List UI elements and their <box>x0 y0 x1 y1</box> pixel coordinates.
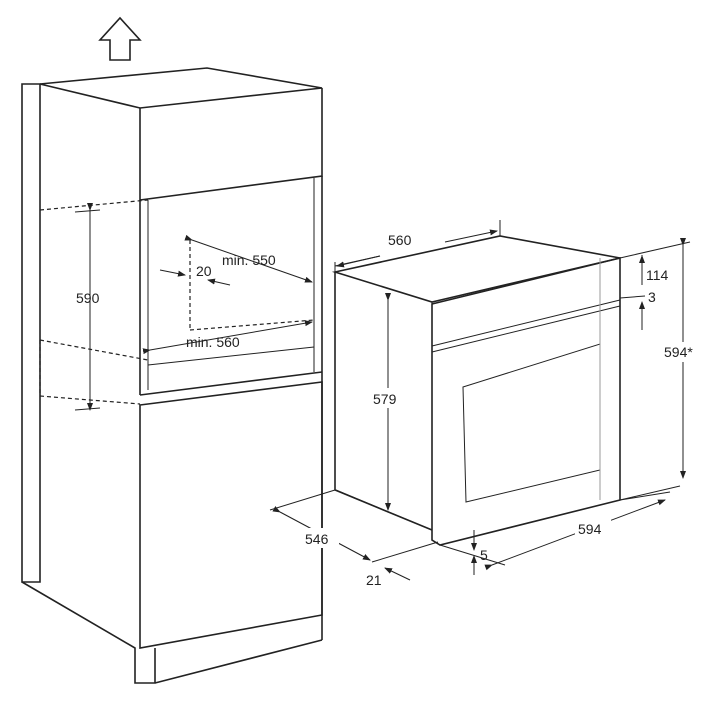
oven-gap-label: 3 <box>648 289 656 305</box>
oven-depth-label: 560 <box>388 232 412 248</box>
oven-width-label: 594 <box>578 521 602 537</box>
oven-front-thickness-label: 21 <box>366 572 382 588</box>
cabinet-width-label: min. 560 <box>186 334 240 350</box>
up-arrow-icon <box>98 16 142 61</box>
cabinet: 590 min. 550 20 min. 560 <box>21 67 323 684</box>
oven-body-height-label: 579 <box>373 391 397 407</box>
cabinet-height-label: 590 <box>76 290 100 306</box>
cabinet-depth-label: min. 550 <box>222 252 276 268</box>
oven-panel-height-label: 114 <box>646 267 669 283</box>
oven-total-height-label: 594* <box>664 344 693 360</box>
cabinet-gap-label: 20 <box>196 263 212 279</box>
oven-side-depth-label: 546 <box>305 531 329 547</box>
oven-bottom-offset-label: 5 <box>480 547 488 563</box>
oven: 560 579 114 3 594* 546 21 594 5 <box>269 220 706 588</box>
